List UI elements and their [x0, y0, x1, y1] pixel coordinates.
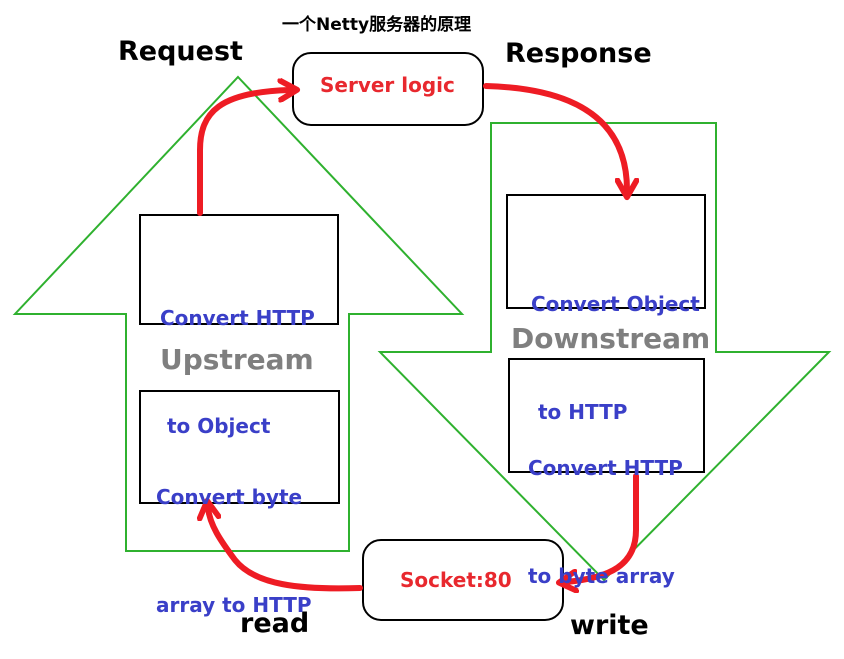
http-to-byte-line-2: to byte array — [528, 564, 675, 588]
byte-to-http-line-1: Convert byte — [156, 485, 303, 509]
request-label: Request — [118, 36, 243, 67]
object-to-http-line-1: Convert Object — [531, 292, 700, 316]
http-to-object-label: Convert HTTP to Object — [160, 228, 315, 480]
object-to-http-line-2: to HTTP — [531, 400, 628, 424]
flow-arrow-from-server — [483, 83, 627, 190]
http-to-object-line-1: Convert HTTP — [160, 306, 315, 330]
flow-arrow-to-socket — [566, 473, 639, 582]
flow-arrow-from-socket — [208, 508, 363, 592]
write-label: write — [570, 610, 649, 641]
upstream-arrow-outline — [12, 75, 465, 552]
server-logic-label: Server logic — [320, 73, 455, 97]
upstream-label: Upstream — [160, 343, 314, 376]
http-to-object-line-2: to Object — [160, 414, 271, 438]
object-to-http-box — [506, 194, 706, 309]
read-label: read — [240, 608, 310, 639]
socket-label: Socket:80 — [400, 568, 512, 592]
downstream-label: Downstream — [511, 322, 711, 355]
diagram-caption: 一个Netty服务器的原理 — [282, 15, 472, 35]
flow-arrow-to-server — [197, 90, 290, 216]
http-to-byte-line-1: Convert HTTP — [528, 456, 683, 480]
http-to-byte-box — [508, 358, 705, 473]
byte-to-http-line-2: array to HTTP — [156, 593, 312, 617]
byte-to-http-label: Convert byte array to HTTP — [156, 407, 312, 659]
object-to-http-label: Convert Object to HTTP — [531, 214, 700, 466]
http-to-object-box — [139, 214, 339, 325]
downstream-arrow-outline — [377, 122, 832, 582]
response-label: Response — [505, 38, 652, 69]
http-to-byte-label: Convert HTTP to byte array — [528, 378, 683, 630]
byte-to-http-box — [139, 390, 340, 504]
